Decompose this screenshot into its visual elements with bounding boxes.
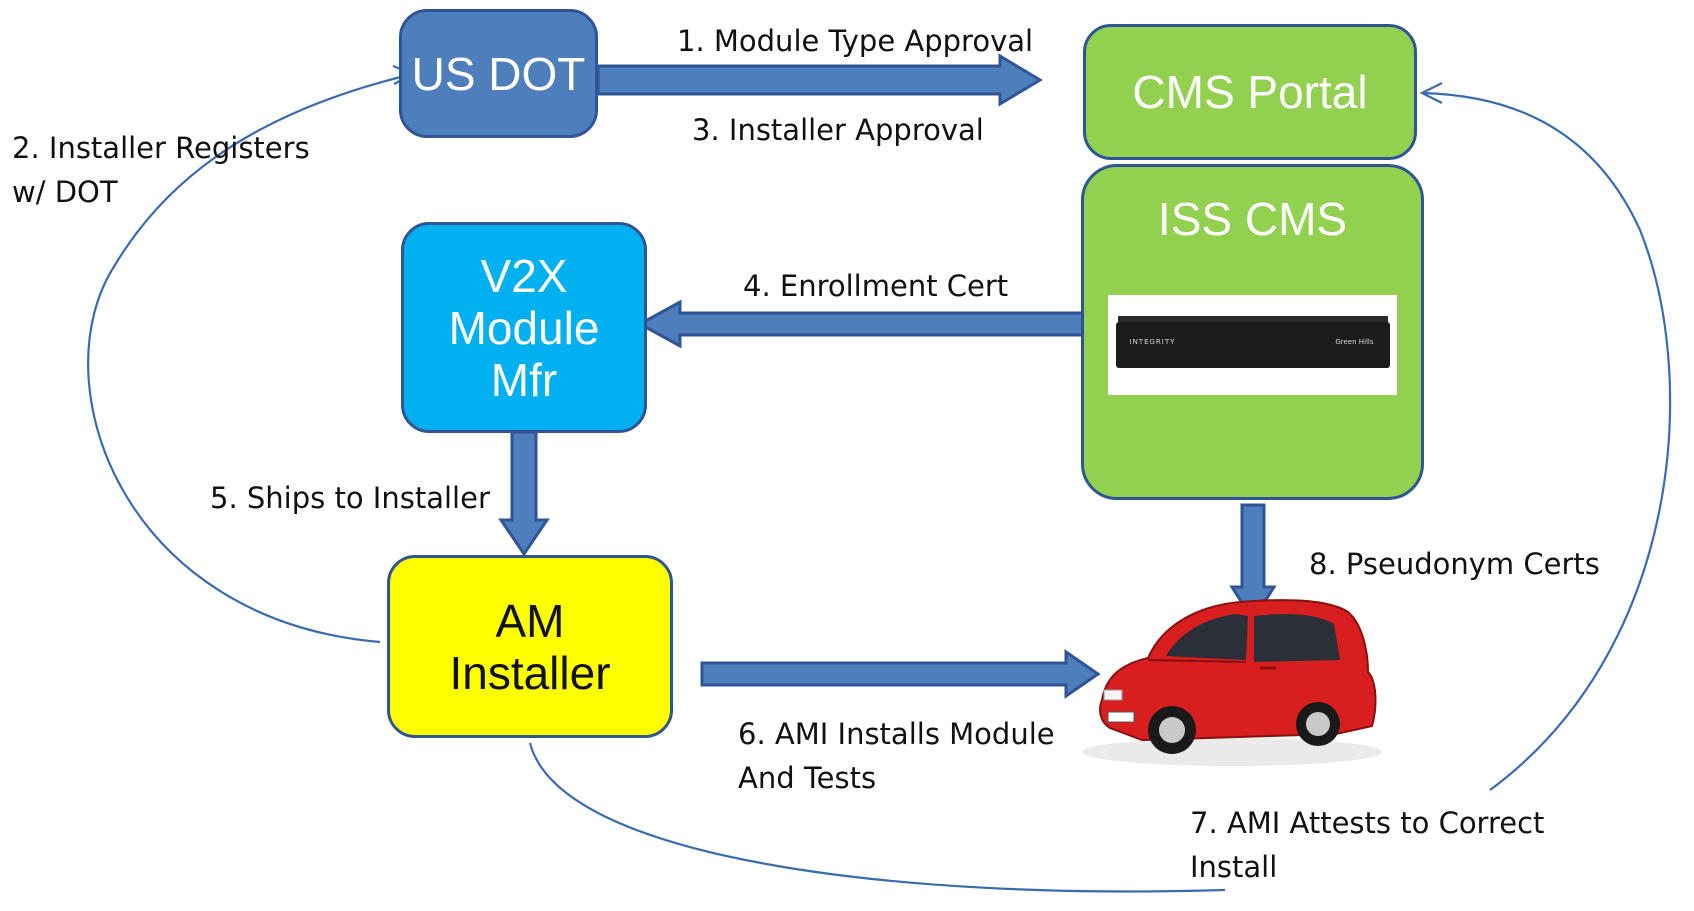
am-installer-title-line-1: AM (495, 594, 565, 647)
curve-ami-attests-to-cms-portal (528, 82, 1672, 893)
v2x-title-line-3: Mfr (490, 353, 558, 406)
step-6-label-line-2: And Tests (738, 761, 877, 795)
step-1-label: 1. Module Type Approval (677, 24, 1034, 58)
arrow-us-dot-to-cms-portal (596, 53, 1043, 107)
server-appliance-image: INTEGRITY Green Hills (1108, 295, 1397, 395)
iss-cms-title: ISS CMS (1157, 193, 1348, 245)
step-7-label-line-2: Install (1190, 850, 1278, 884)
am-installer-node: AM Installer (387, 555, 673, 738)
arrow-v2x-mfr-to-am-installer (498, 430, 550, 557)
v2x-title-line-2: Module (448, 301, 600, 354)
cms-portal-node: CMS Portal (1083, 24, 1417, 160)
step-5-label: 5. Ships to Installer (210, 481, 490, 515)
server-brand-label: INTEGRITY (1129, 338, 1176, 346)
am-installer-title-line-2: Installer (449, 646, 611, 699)
v2x-title-line-1: V2X (480, 249, 568, 302)
step-3-label: 3. Installer Approval (692, 113, 984, 147)
cms-portal-title: CMS Portal (1132, 66, 1368, 118)
iss-cms-node: ISS CMS INTEGRITY Green Hills (1081, 164, 1424, 500)
us-dot-title: US DOT (411, 47, 586, 100)
step-2-label-line-1: 2. Installer Registers (12, 131, 310, 165)
server-chassis-icon: INTEGRITY Green Hills (1115, 322, 1390, 368)
server-logo-label: Green Hills (1335, 338, 1374, 346)
red-car-icon (1082, 599, 1382, 766)
step-7-label-line-1: 7. AMI Attests to Correct (1190, 806, 1545, 840)
step-2-label-line-2: w/ DOT (12, 175, 118, 209)
us-dot-node: US DOT (399, 9, 598, 138)
step-4-label: 4. Enrollment Cert (743, 269, 1009, 303)
v2x-module-mfr-node: V2X Module Mfr (401, 222, 647, 433)
step-6-label-line-1: 6. AMI Installs Module (738, 717, 1055, 751)
step-8-label: 8. Pseudonym Certs (1309, 547, 1600, 581)
arrow-am-installer-to-car (700, 649, 1101, 699)
arrow-iss-cms-to-v2x-mfr (636, 299, 1085, 349)
